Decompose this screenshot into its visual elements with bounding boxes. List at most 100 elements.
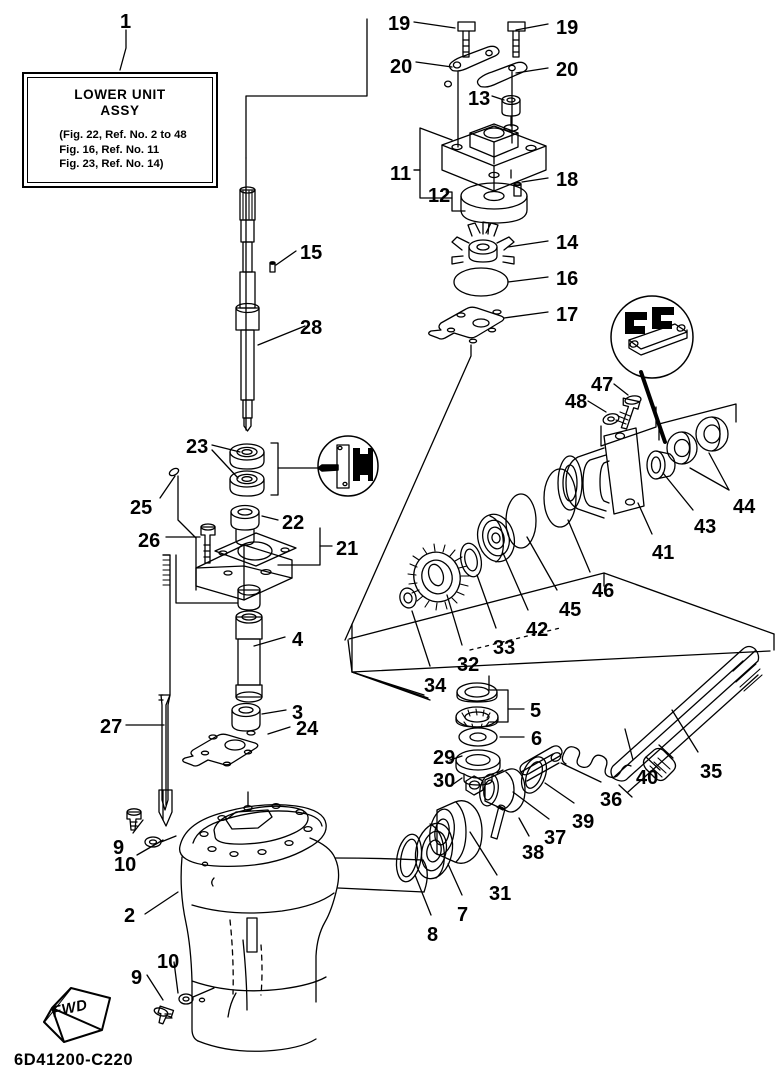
part-reference-number-34: 34 [424, 675, 447, 697]
part-reference-number-22: 22 [282, 512, 305, 534]
part-45-oring [505, 493, 558, 591]
part-reference-number-20: 20 [556, 59, 579, 81]
part-28-drive-shaft [235, 186, 306, 432]
part-8-oring [395, 833, 432, 916]
part-reference-number-36: 36 [600, 789, 623, 811]
part-15-pin [269, 250, 297, 273]
part-reference-number-8: 8 [427, 924, 439, 946]
assy-title-line1: LOWER UNIT [74, 87, 166, 102]
part-reference-number-17: 17 [556, 304, 579, 326]
part-25-clip [159, 467, 197, 539]
part-reference-number-9: 9 [113, 837, 125, 859]
part-46-oring [543, 468, 591, 573]
part-reference-number-4: 4 [292, 629, 304, 651]
part-reference-number-21: 21 [336, 538, 359, 560]
part-16-seal [453, 267, 549, 297]
part-reference-number-35: 35 [700, 761, 723, 783]
part-reference-number-29: 29 [433, 747, 456, 769]
part-12-pump-insert [445, 182, 528, 224]
fwd-direction-arrow [43, 987, 111, 1043]
part-41-bearing-carrier [557, 427, 653, 535]
part-reference-number-5: 5 [530, 700, 542, 722]
part-38-pin [490, 804, 530, 840]
part-reference-number-23: 23 [186, 436, 209, 458]
part-reference-number-10: 10 [114, 854, 137, 876]
assy-title-line2: ASSY [100, 103, 140, 118]
part-reference-number-18: 18 [556, 169, 579, 191]
part-32-pinion-gear [407, 543, 470, 646]
lower-unit-assy-callout-box: LOWER UNIT ASSY (Fig. 22, Ref. No. 2 to … [22, 72, 218, 188]
part-reference-number-46: 46 [592, 580, 615, 602]
part-27-shift-rod [125, 554, 173, 827]
part-31-gear [429, 800, 498, 876]
part-reference-number-38: 38 [522, 842, 545, 864]
part-13-cap [491, 94, 521, 132]
part-reference-number-31: 31 [489, 883, 512, 905]
part-reference-number-27: 27 [100, 716, 123, 738]
part-reference-number-42: 42 [526, 619, 549, 641]
part-7-bearing [414, 822, 463, 896]
part-reference-number-30: 30 [433, 770, 456, 792]
part-19-bolts [413, 21, 549, 58]
part-reference-number-2: 2 [124, 905, 136, 927]
part-44-bearings [658, 403, 737, 491]
part-26-bolt [165, 523, 216, 564]
assy-ref-line3: Fig. 23, Ref. No. 14) [59, 158, 164, 170]
part-reference-number-25: 25 [130, 497, 153, 519]
detail-circle-right [610, 295, 694, 444]
part-11-pump-housing [413, 123, 547, 199]
part-reference-number-11: 11 [390, 163, 412, 185]
part-9-10-upper [126, 808, 177, 856]
part-reference-number-1: 1 [120, 11, 132, 33]
part-reference-number-20: 20 [390, 56, 413, 78]
part-42-bearing [476, 513, 529, 611]
part-39-washer [520, 756, 575, 804]
part-reference-number-16: 16 [556, 268, 579, 290]
part-reference-number-37: 37 [544, 827, 567, 849]
part-21-bearing-housing [175, 527, 333, 611]
part-reference-number-41: 41 [652, 542, 675, 564]
part-reference-number-7: 7 [457, 904, 469, 926]
part-reference-number-3: 3 [292, 702, 304, 724]
part-43-collar [646, 450, 694, 511]
part-reference-number-13: 13 [468, 88, 491, 110]
part-reference-number-26: 26 [138, 530, 161, 552]
part-reference-number-32: 32 [457, 654, 480, 676]
part-reference-number-47: 47 [591, 374, 614, 396]
part-9-10-lower [146, 961, 215, 1025]
part-reference-number-14: 14 [556, 232, 579, 254]
part-reference-number-44: 44 [733, 496, 756, 518]
part-2-lower-casing [144, 791, 428, 1052]
part-5-thrust-set [455, 675, 525, 729]
part-reference-number-43: 43 [694, 516, 717, 538]
part-14-impeller [451, 221, 549, 265]
detail-circle-left [317, 435, 379, 497]
part-24-gasket [182, 726, 291, 767]
part-36-push-rod [519, 745, 602, 783]
part-3-bush [231, 702, 287, 732]
part-reference-number-45: 45 [559, 599, 582, 621]
part-17-gasket-plate [344, 306, 549, 641]
part-reference-number-12: 12 [428, 185, 451, 207]
part-reference-number-19: 19 [556, 17, 579, 39]
part-reference-number-6: 6 [531, 728, 543, 750]
assy-reference-list: (Fig. 22, Ref. No. 2 to 48 Fig. 16, Ref.… [53, 128, 186, 172]
part-reference-number-33: 33 [493, 637, 516, 659]
part-18-pin [510, 169, 549, 197]
part-reference-number-10: 10 [157, 951, 180, 973]
group-bracket-propshaft [347, 572, 775, 701]
part-reference-number-48: 48 [565, 391, 588, 413]
assy-ref-line2: Fig. 16, Ref. No. 11 [59, 143, 160, 156]
part-4-sleeve [235, 610, 286, 703]
part-6-washer [458, 727, 525, 747]
part-40-spring [561, 728, 634, 779]
part-23-bearings [211, 442, 319, 497]
part-reference-number-40: 40 [636, 767, 659, 789]
part-reference-number-24: 24 [296, 718, 319, 740]
part-35-propeller-shaft [610, 645, 763, 798]
part-reference-number-39: 39 [572, 811, 595, 833]
assy-ref-line1: (Fig. 22, Ref. No. 2 to 48 [59, 129, 187, 141]
part-reference-number-9: 9 [131, 967, 143, 989]
